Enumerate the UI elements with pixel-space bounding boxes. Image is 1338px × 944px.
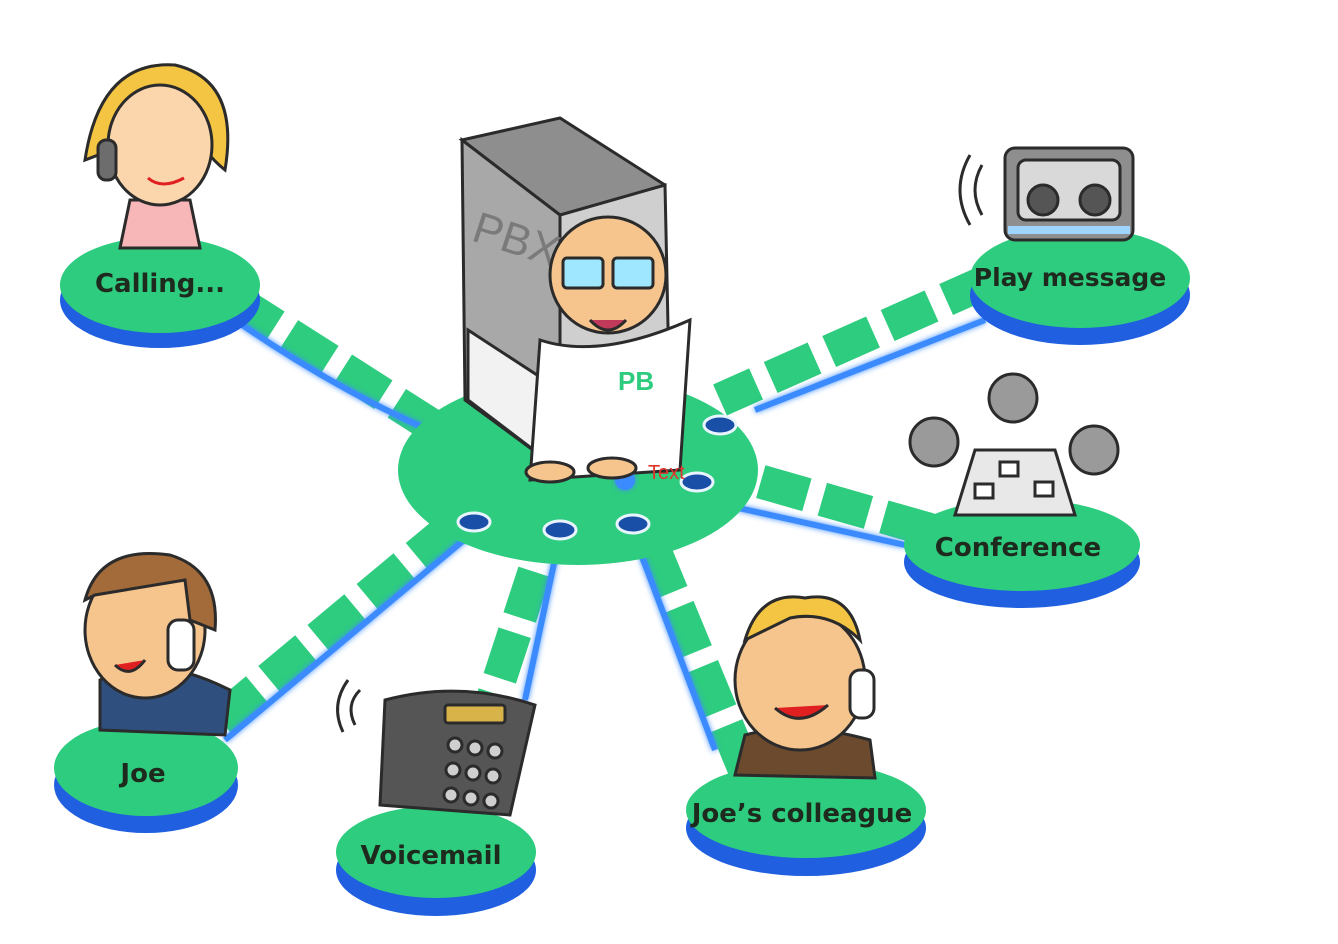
platform (60, 237, 260, 333)
stray-text-label: Text (648, 462, 685, 484)
path-play-message (713, 264, 997, 416)
platform (54, 720, 238, 816)
node-label-play-message: Play message (974, 263, 1166, 292)
joe-caller-icon (82, 552, 232, 737)
path-joe (209, 506, 471, 734)
pbx-face (548, 215, 668, 335)
woman-caller-icon (83, 63, 230, 250)
platform (336, 806, 536, 898)
node-voicemail: Voicemail (336, 679, 537, 916)
port-hole (702, 414, 738, 436)
cassette-player-icon (1003, 146, 1135, 242)
platform (686, 762, 926, 858)
sunglasses-icon (561, 256, 605, 290)
port-hole (679, 471, 715, 493)
node-colleague: Joe’s colleague (686, 595, 926, 876)
port-hole (456, 511, 492, 533)
pbx-badge: PB (618, 366, 654, 396)
signal-conference (724, 502, 906, 548)
conference-table-icon (908, 372, 1120, 517)
sound-waves-icon (336, 679, 362, 733)
signal-colleague (629, 528, 718, 752)
node-label-conference: Conference (935, 533, 1101, 563)
desk-phone-icon (378, 689, 537, 817)
node-label-calling: Calling... (95, 269, 225, 299)
node-label-joe: Joe (118, 759, 165, 789)
pbx-server-character: PBX PB (458, 116, 692, 484)
node-joe: Joe (54, 552, 238, 833)
signal-joe (223, 532, 472, 743)
port-hole (542, 519, 578, 541)
path-conference (715, 453, 935, 547)
colleague-caller-icon (733, 595, 877, 780)
node-conference: Conference (904, 372, 1140, 608)
platform (970, 228, 1190, 328)
node-play-message: Play message (958, 146, 1190, 345)
node-label-colleague: Joe’s colleague (690, 799, 913, 829)
port-hole (615, 513, 651, 535)
node-label-voicemail: Voicemail (361, 841, 502, 871)
platform (904, 499, 1140, 591)
node-calling: Calling... (60, 63, 260, 348)
sound-waves-icon (958, 154, 984, 226)
path-colleague (634, 533, 761, 777)
signal-play-message (753, 317, 987, 413)
